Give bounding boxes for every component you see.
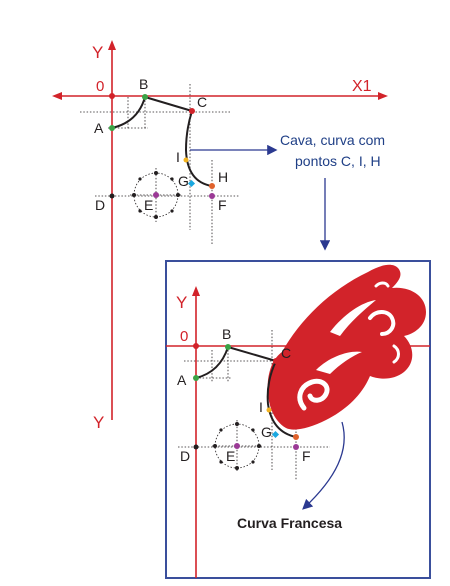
label-i: I <box>176 149 180 165</box>
x-axis-arrow-right <box>378 92 388 100</box>
caption-curva-francesa: Curva Francesa <box>237 515 342 531</box>
inset-label-f: F <box>302 448 311 464</box>
inset-point-i <box>266 407 272 413</box>
point-g <box>187 179 196 188</box>
point-a <box>109 125 115 131</box>
line-b-c <box>144 96 193 112</box>
inset-point-a <box>193 375 199 381</box>
inset-y-label: Y <box>176 293 187 312</box>
inset-point-h <box>293 434 299 440</box>
inset-point-origin <box>193 343 199 349</box>
point-f <box>209 193 215 199</box>
label-e: E <box>144 197 153 213</box>
point-h <box>209 183 215 189</box>
y-label-bottom: Y <box>93 413 104 432</box>
inset-y-arrow <box>192 286 200 296</box>
inset-label-d: D <box>180 448 190 464</box>
x1-label: X1 <box>352 78 372 95</box>
inset-point-d <box>193 444 199 450</box>
label-f: F <box>218 197 227 213</box>
inset-point-g <box>271 430 280 439</box>
top-diagram: Y 0 X1 Y B A C I G H F E D Cava, curva c… <box>52 40 388 432</box>
label-c: C <box>197 94 207 110</box>
point-c <box>189 108 195 114</box>
label-h: H <box>218 169 228 185</box>
label-d: D <box>95 197 105 213</box>
label-a: A <box>94 120 104 136</box>
point-e <box>153 192 159 198</box>
inset-curve-c-i-h <box>266 360 297 438</box>
circle-marker-dots <box>132 171 180 219</box>
callout-line-2: pontos C, I, H <box>295 153 381 169</box>
caption-arrow <box>302 421 345 510</box>
construction-lines <box>80 84 240 245</box>
curve-c-i-h <box>184 110 213 187</box>
point-origin <box>109 93 115 99</box>
inset-point-e <box>234 443 240 449</box>
point-i <box>183 157 189 163</box>
y-label-top: Y <box>92 43 103 62</box>
inset-label-a: A <box>177 372 187 388</box>
inset-label-c: C <box>281 345 291 361</box>
inset-origin-label: 0 <box>180 328 188 345</box>
inset-circle-marker-dots <box>213 422 261 470</box>
point-d <box>109 193 115 199</box>
inset-point-f <box>293 444 299 450</box>
inset-label-i: I <box>259 399 263 415</box>
inset-point-b <box>225 344 231 350</box>
callout-line-1: Cava, curva com <box>280 132 385 148</box>
point-b <box>142 94 148 100</box>
x-axis-arrow-left <box>52 92 62 100</box>
origin-label: 0 <box>96 78 104 95</box>
inset-line-b-c <box>227 346 277 362</box>
inset-label-b: B <box>222 326 231 342</box>
inset-label-e: E <box>226 448 235 464</box>
inset-curve-a-b <box>195 346 229 379</box>
label-g: G <box>178 173 189 189</box>
curve-a-b <box>111 96 146 129</box>
french-curve <box>267 264 426 430</box>
inset-panel: Y 0 B A C I G F E D Curva Francesa <box>165 260 431 579</box>
y-axis-arrow-top <box>108 40 116 50</box>
inset-label-g: G <box>261 424 272 440</box>
inset-point-c <box>273 358 279 364</box>
label-b: B <box>139 76 148 92</box>
